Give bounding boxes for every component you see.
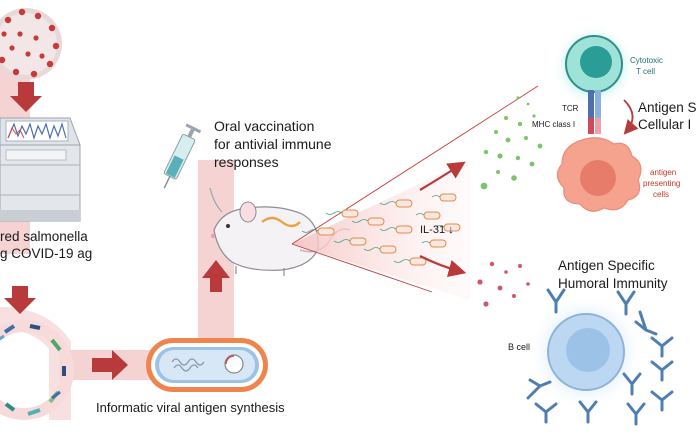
synthesis-label: Informatic viral antigen synthesis [96,400,285,415]
arrow-up-1 [202,260,230,292]
plasmid-icon [0,320,74,420]
apc-label-line2: presenting [643,179,681,188]
tube-line [209,187,223,213]
cellular-immunity-line2: Cellular I [638,117,692,132]
cytotoxic-t-cell [552,24,636,108]
arrow-to-humoral [419,255,467,278]
coronavirus-icon [0,8,62,80]
cytotoxic-label-line1: Cytotoxic [630,56,663,65]
arrow-down-2 [4,286,36,314]
oral-vaccination-line3: responses [214,154,279,170]
tcr-label: TCR [562,104,579,113]
salmonella-label-line2: g COVID-19 ag [0,246,93,261]
oral-vaccination-line1: Oral vaccination [214,118,315,134]
syringe-icon [163,123,202,189]
apc-label-line1: antigen [650,168,677,177]
arrow-to-cellular [419,161,466,191]
sequencer-machine-icon [0,117,81,222]
tcr-mhc-complex [588,90,601,134]
red-cytokine-dots [477,261,530,307]
arrow-down-1 [10,82,42,112]
green-cytokine-dots [480,96,543,190]
cellular-immunity-line1: Antigen S [638,100,697,115]
curved-activation-arrow [623,99,639,135]
cytotoxic-label-line2: T cell [636,67,655,76]
b-cell-label: B cell [508,342,531,352]
antibodies [526,288,674,426]
antigen-presenting-cell [556,137,642,212]
mhc-label: MHC class I [532,120,576,129]
salmonella-bacterium-icon [146,338,268,392]
humoral-immunity-line1: Antigen Specific [558,258,655,273]
humoral-immunity-line2: Humoral Immunity [558,276,668,291]
apc-label-line3: cells [653,190,670,199]
b-cell [528,294,644,410]
salmonella-cluster [301,193,461,266]
oral-vaccination-line2: for antivial immune [214,136,332,152]
arrow-right-1 [92,350,128,380]
salmonella-label-line1: red salmonella [0,229,88,244]
il31-label: IL-31 ↓ [420,224,454,236]
